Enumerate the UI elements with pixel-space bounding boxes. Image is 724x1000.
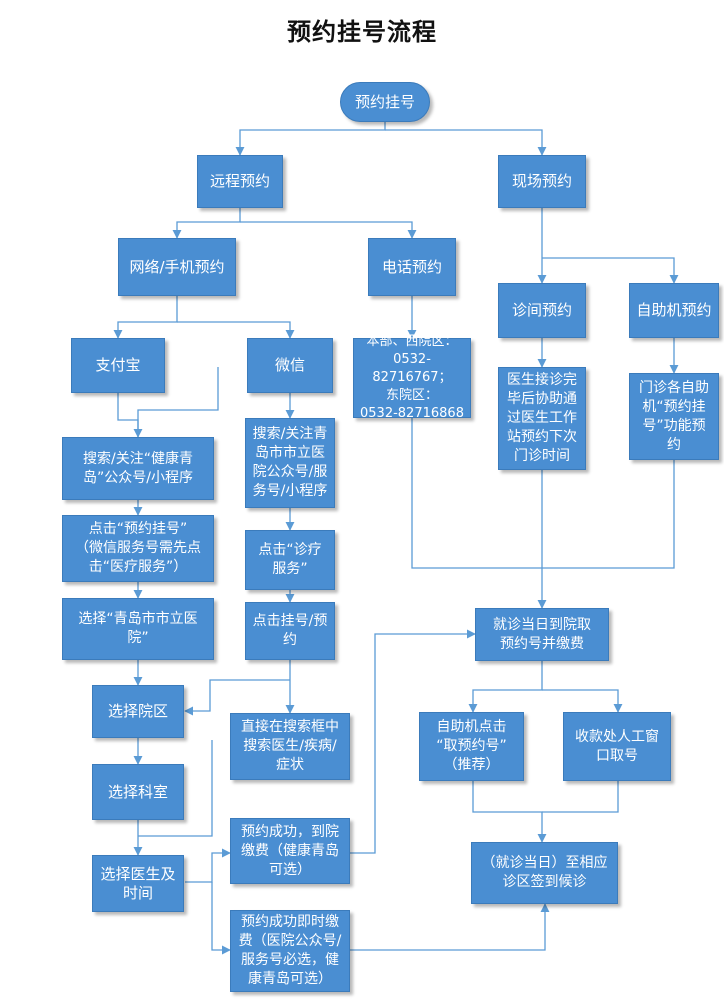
node-pay-at-hospital: 预约成功，到院 缴费（健康青岛 可选） — [230, 818, 350, 884]
node-wechat: 微信 — [247, 338, 333, 393]
edge-window-checkin — [542, 781, 619, 813]
edge-start-onsite — [385, 129, 547, 156]
edge-search-direct-doctor — [138, 740, 213, 837]
edge-phone-pickup — [411, 418, 542, 569]
node-select-dept: 选择科室 — [92, 764, 184, 820]
node-online: 网络/手机预约 — [118, 238, 236, 296]
edge-wechat-alipay-search — [137, 367, 219, 437]
node-pickup: 就诊当日到院取 预约号并缴费 — [475, 608, 609, 661]
edge-onsite-kiosk — [542, 257, 679, 284]
edge-kiosk-checkin — [472, 781, 547, 843]
edge-kiosk-pickup — [542, 460, 675, 569]
node-select-doctor: 选择医生及 时间 — [92, 855, 184, 912]
edge-alipay-search — [117, 393, 143, 438]
node-wechat-search: 搜索/关注青 岛市市立医 院公众号/服 务号/小程序 — [245, 418, 335, 508]
edge-start-remote — [235, 122, 386, 156]
edge-doctor-pay-now — [211, 882, 231, 955]
node-phone-numbers: 本部、西院区： 0532-82716767； 东院区： 0532-8271686… — [353, 334, 471, 421]
node-kiosk-pickup: 自助机点击 “取预约号” （推荐） — [419, 712, 524, 781]
node-phone: 电话预约 — [368, 238, 456, 296]
edge-pickup-window — [542, 689, 623, 713]
page-title: 预约挂号流程 — [287, 17, 437, 46]
edge-pay-now-checkin — [350, 903, 550, 951]
edge-remote-online — [172, 208, 241, 239]
node-alipay-click: 点击“预约挂号” （微信服务号需先点 击“医疗服务”） — [62, 515, 214, 582]
node-onsite: 现场预约 — [498, 155, 586, 208]
edge-remote-phone — [240, 221, 417, 239]
edge-pickup-kiosk — [468, 661, 543, 713]
edge-pay-hospital-pickup — [350, 629, 476, 854]
node-alipay: 支付宝 — [71, 338, 165, 393]
edge-online-wechat — [177, 321, 295, 339]
node-remote: 远程预约 — [197, 155, 283, 208]
node-pay-immediately: 预约成功即时缴 费（医院公众号/ 服务号必选，健 康青岛可选） — [230, 910, 350, 992]
node-checkin: （就诊当日）至相应 诊区签到候诊 — [471, 842, 618, 904]
node-wechat-click: 点击“诊疗 服务” — [245, 530, 335, 590]
edge-register-campus — [184, 679, 290, 716]
node-clinic-booking: 诊间预约 — [498, 283, 586, 338]
edge-doctor-pay-hospital — [185, 848, 231, 883]
edge-online-alipay — [113, 296, 178, 339]
node-window-pickup: 收款处人工窗 口取号 — [563, 712, 671, 781]
node-select-campus: 选择院区 — [92, 685, 184, 738]
node-kiosk-detail: 门诊各自助 机“预约挂 号”功能预 约 — [629, 373, 719, 460]
node-alipay-search: 搜索/关注“健康青 岛”公众号/小程序 — [62, 437, 214, 500]
node-wechat-click-register: 点击挂号/预 约 — [245, 602, 335, 660]
node-clinic-detail: 医生接诊完 毕后协助通 过医生工作 站预约下次 门诊时间 — [498, 367, 586, 470]
node-search-direct: 直接在搜索框中 搜索医生/疾病/ 症状 — [230, 713, 350, 780]
node-kiosk-booking: 自助机预约 — [629, 283, 719, 338]
node-alipay-select-hospital: 选择“青岛市市立医 院” — [62, 598, 214, 660]
node-start: 预约挂号 — [340, 82, 430, 122]
